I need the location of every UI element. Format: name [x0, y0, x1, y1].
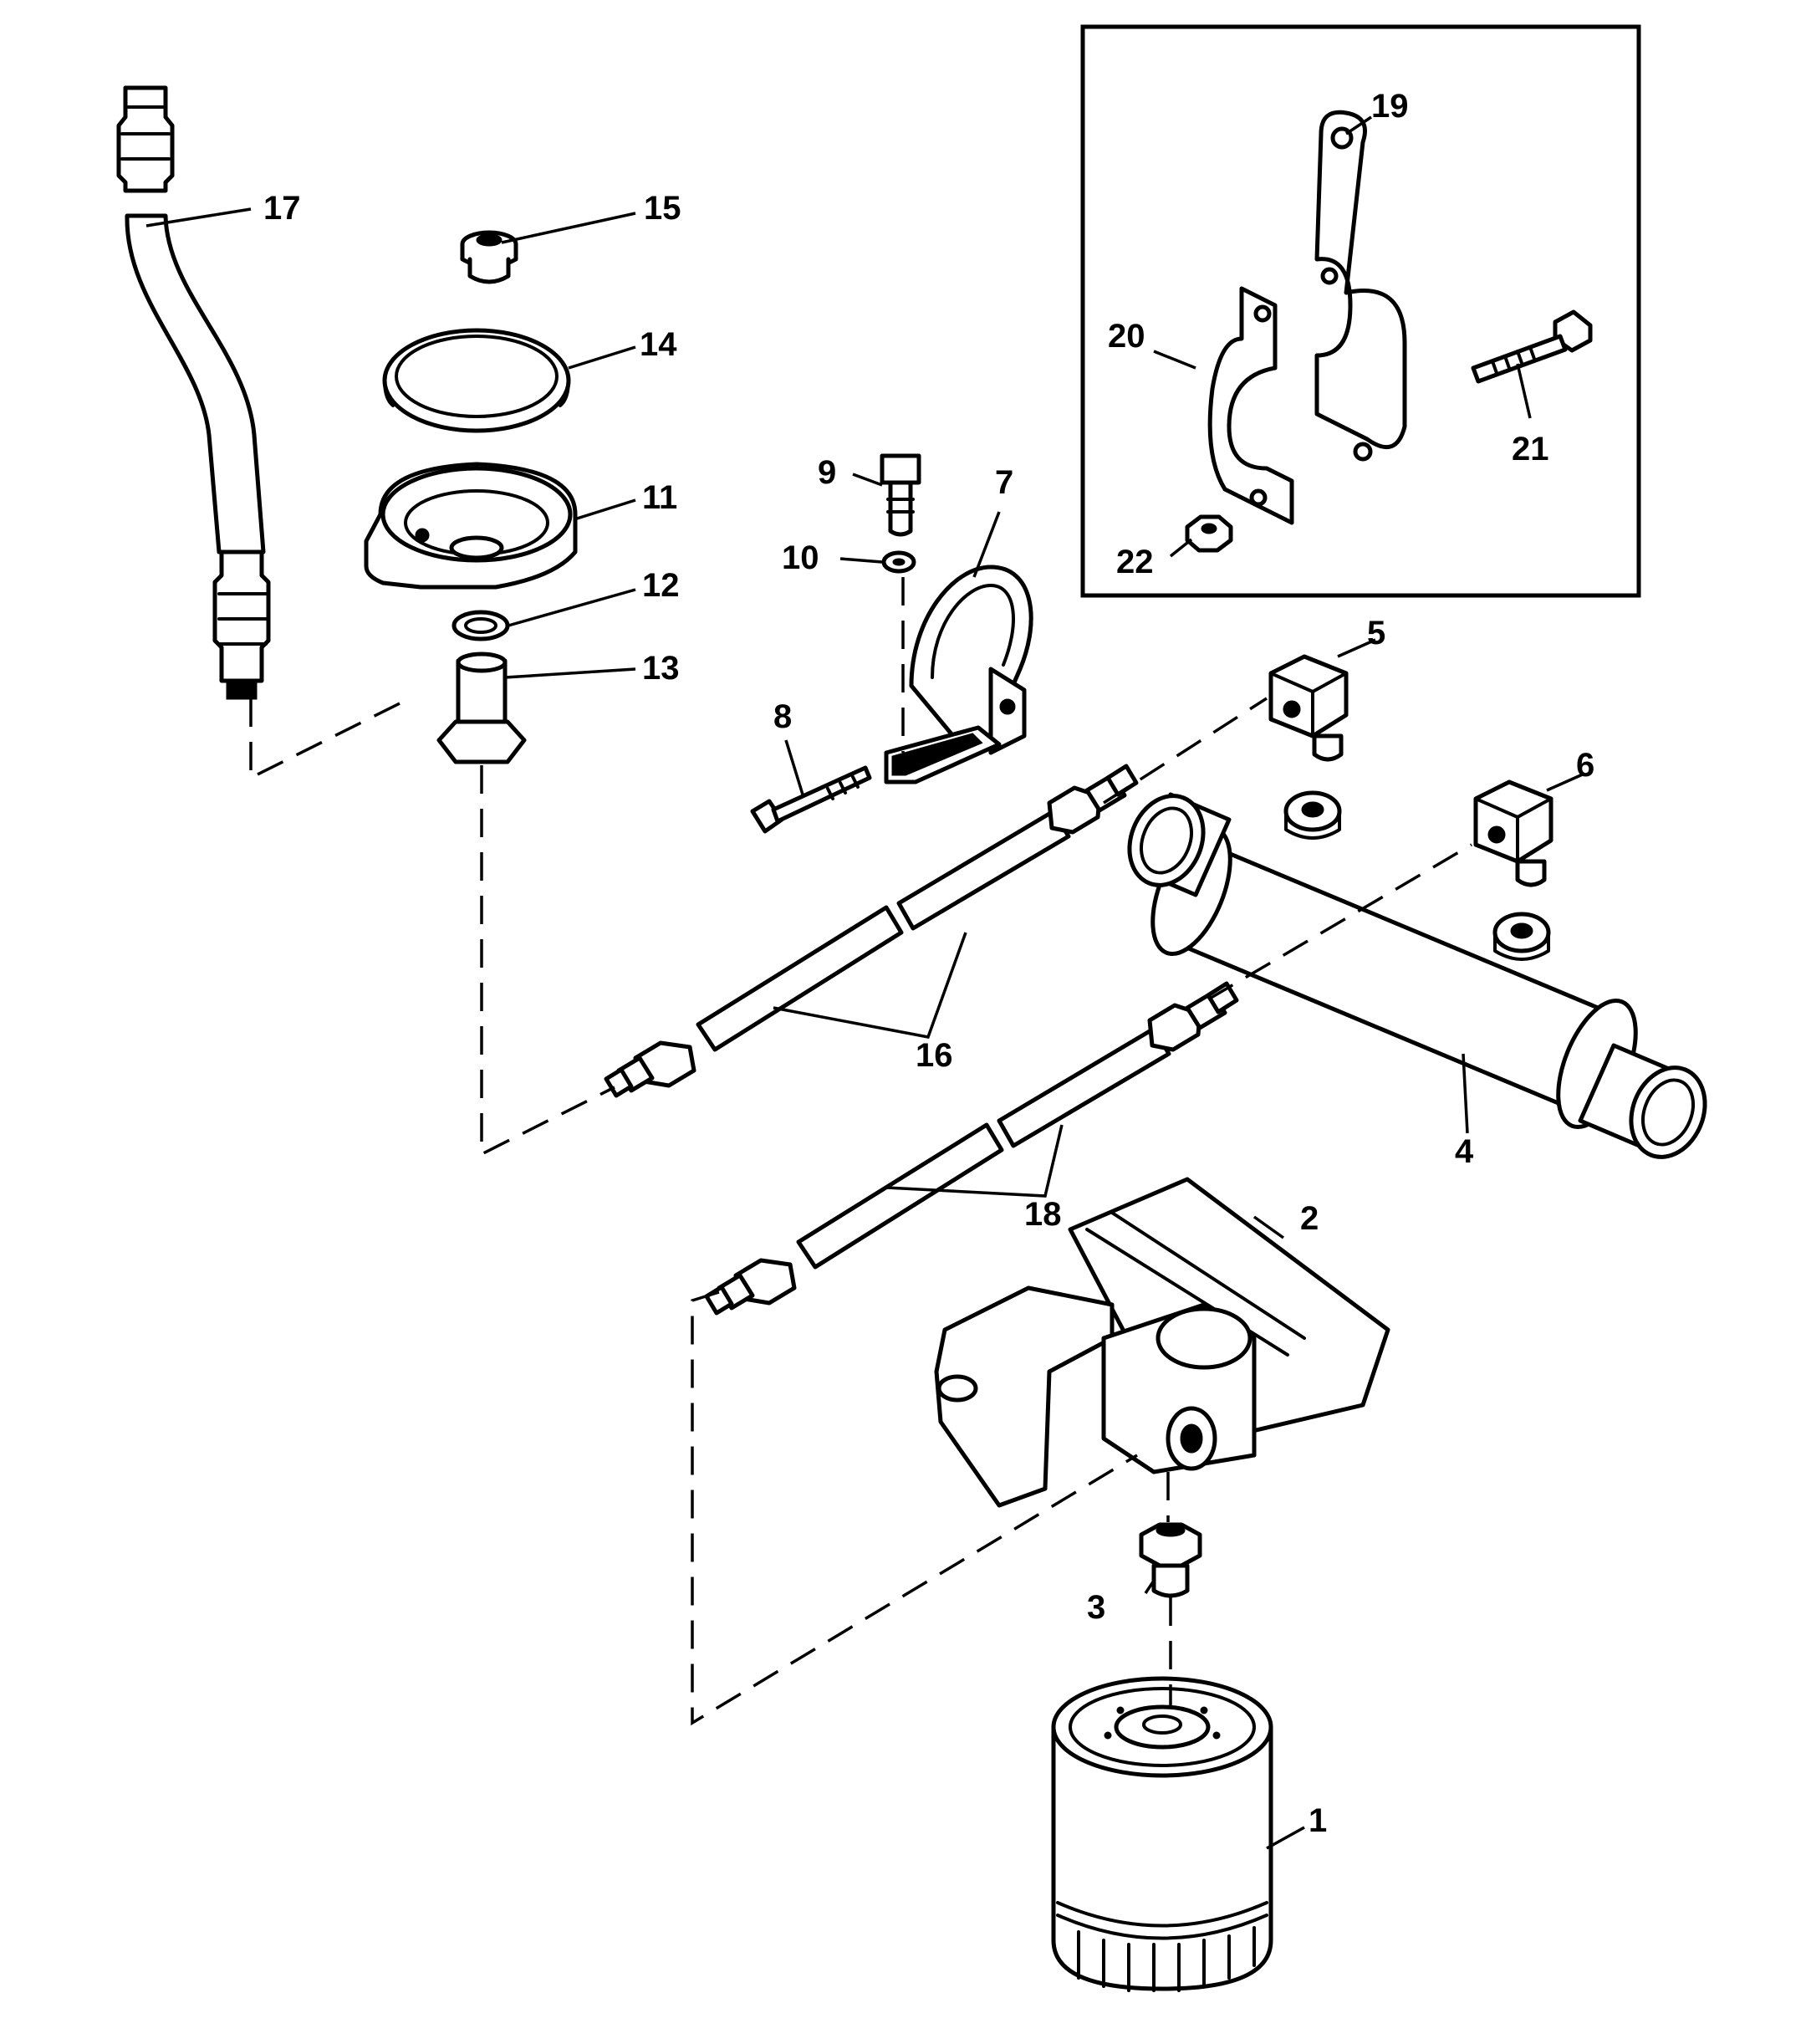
- part-1-oil-filter: [1051, 1676, 1273, 1992]
- callout-12: 12: [642, 567, 680, 604]
- callout-16: 16: [916, 1037, 953, 1074]
- callout-8: 8: [773, 698, 792, 735]
- part-2-filter-mount: [934, 1177, 1390, 1508]
- callout-22: 22: [1116, 544, 1154, 580]
- callout-9: 9: [818, 454, 836, 491]
- callout-15: 15: [644, 190, 681, 227]
- callout-17: 17: [263, 190, 301, 227]
- part-19-clamp-half: [1314, 110, 1407, 462]
- part-6-elbow-fitting: [1473, 779, 1553, 887]
- part-8-screw: [750, 765, 872, 834]
- part-15-plug: [460, 230, 518, 284]
- callout-4: 4: [1455, 1133, 1474, 1170]
- callout-21: 21: [1512, 431, 1549, 468]
- callout-10: 10: [782, 539, 819, 576]
- part-5-elbow-fitting: [1268, 654, 1349, 762]
- part-14-o-ring: [382, 328, 571, 433]
- callout-13: 13: [642, 650, 680, 687]
- callout-14: 14: [640, 326, 677, 363]
- part-10-lock-washer: [881, 550, 916, 574]
- part-21-screw: [1471, 309, 1593, 384]
- callout-labels: 17 15 14 11 12 13 9 10 7 8 5 6 4 16 18 2…: [263, 88, 1594, 1839]
- part-4-oil-cooler: [1127, 790, 1707, 1159]
- part-16-hose: [604, 764, 1139, 1098]
- part-12-washer: [452, 610, 510, 641]
- part-13-nipple: [436, 652, 527, 764]
- callout-19: 19: [1371, 88, 1409, 125]
- callout-6: 6: [1576, 747, 1594, 784]
- inset-frame: [1080, 24, 1641, 598]
- callout-5: 5: [1367, 615, 1385, 652]
- part-20-clamp-half: [1207, 286, 1294, 525]
- part-17-oil-line: [116, 85, 271, 700]
- callout-7: 7: [995, 464, 1013, 501]
- part-3-drain-plug: [1139, 1522, 1202, 1598]
- part-7-clamp: [884, 565, 1033, 784]
- part-11-filter-adapter: [364, 462, 578, 590]
- part-9-bolt: [880, 453, 921, 537]
- callout-11: 11: [642, 479, 677, 516]
- callout-3: 3: [1087, 1589, 1105, 1626]
- part-18-hose: [704, 981, 1239, 1316]
- callout-20: 20: [1108, 318, 1145, 355]
- callout-1: 1: [1309, 1802, 1327, 1839]
- leader-lines: [145, 115, 1585, 1850]
- part-22-nut: [1185, 514, 1233, 553]
- assembly-dashed-lines: [249, 577, 1472, 1726]
- callout-18: 18: [1024, 1196, 1062, 1233]
- callout-2: 2: [1300, 1200, 1319, 1237]
